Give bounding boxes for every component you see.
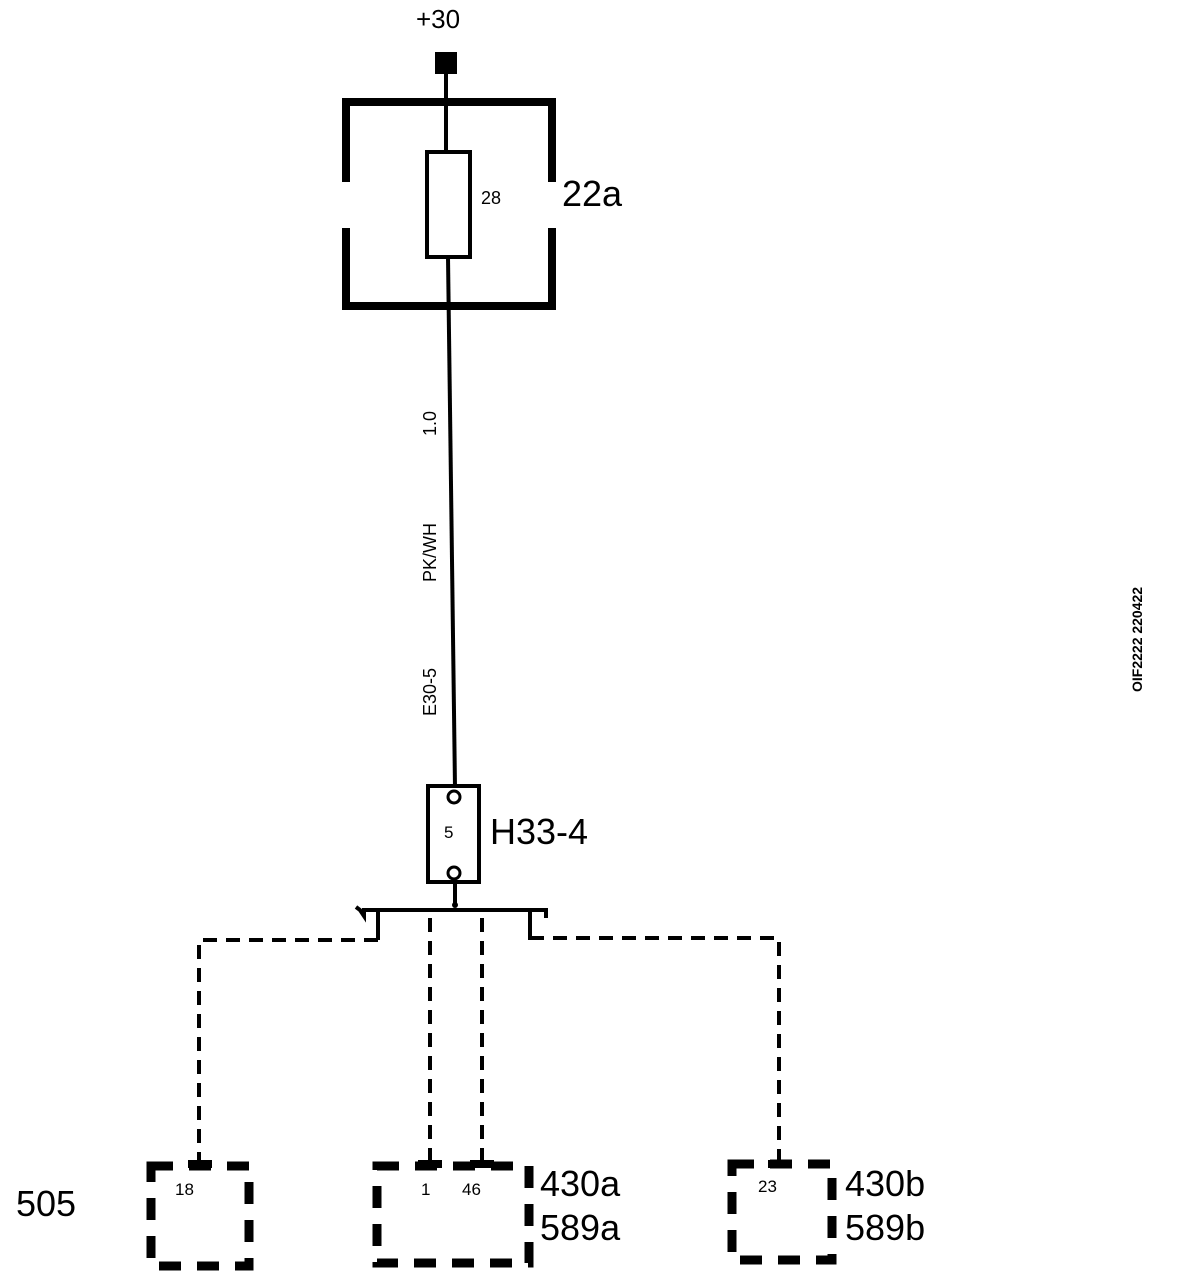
- component-505-id: 505: [16, 1183, 76, 1224]
- connector-pin: 5: [444, 823, 453, 842]
- wire-color: PK/WH: [420, 523, 440, 582]
- component-430b-box: [727, 1159, 837, 1265]
- component-430a-pin-46: 46: [462, 1180, 481, 1199]
- main-wire: [446, 256, 457, 789]
- fuse-element: [425, 150, 472, 259]
- component-430a-pin-1: 1: [421, 1180, 430, 1199]
- diagram-reference: OIF2222 220422: [1129, 587, 1145, 692]
- fuse-box: [342, 98, 556, 310]
- component-430b-pin-23: 23: [758, 1177, 777, 1196]
- fuse-number: 28: [481, 188, 501, 208]
- component-589a-label: 589a: [540, 1207, 621, 1248]
- connector-id: H33-4: [490, 811, 588, 852]
- connector: [426, 784, 481, 884]
- component-430a-box: [372, 1161, 534, 1268]
- splice-bar: [354, 905, 548, 923]
- component-430b-label: 430b: [845, 1163, 925, 1204]
- component-505-box: [146, 1161, 254, 1271]
- supply-label: +30: [416, 4, 460, 34]
- supply-terminal: [435, 52, 457, 74]
- branch-wire-pin-23: [530, 936, 781, 1165]
- component-589b-label: 589b: [845, 1207, 925, 1248]
- wire-size: 1.0: [420, 411, 440, 436]
- connector-pin-bottom: [446, 865, 462, 881]
- component-430a-label: 430a: [540, 1163, 621, 1204]
- splice-point: [452, 902, 458, 908]
- fuse-box-id: 22a: [562, 173, 623, 214]
- branch-wire-505: [197, 938, 378, 1165]
- component-505-pin: 18: [175, 1180, 194, 1199]
- connector-pin-top: [446, 789, 462, 805]
- wire-circuit: E30-5: [420, 668, 440, 716]
